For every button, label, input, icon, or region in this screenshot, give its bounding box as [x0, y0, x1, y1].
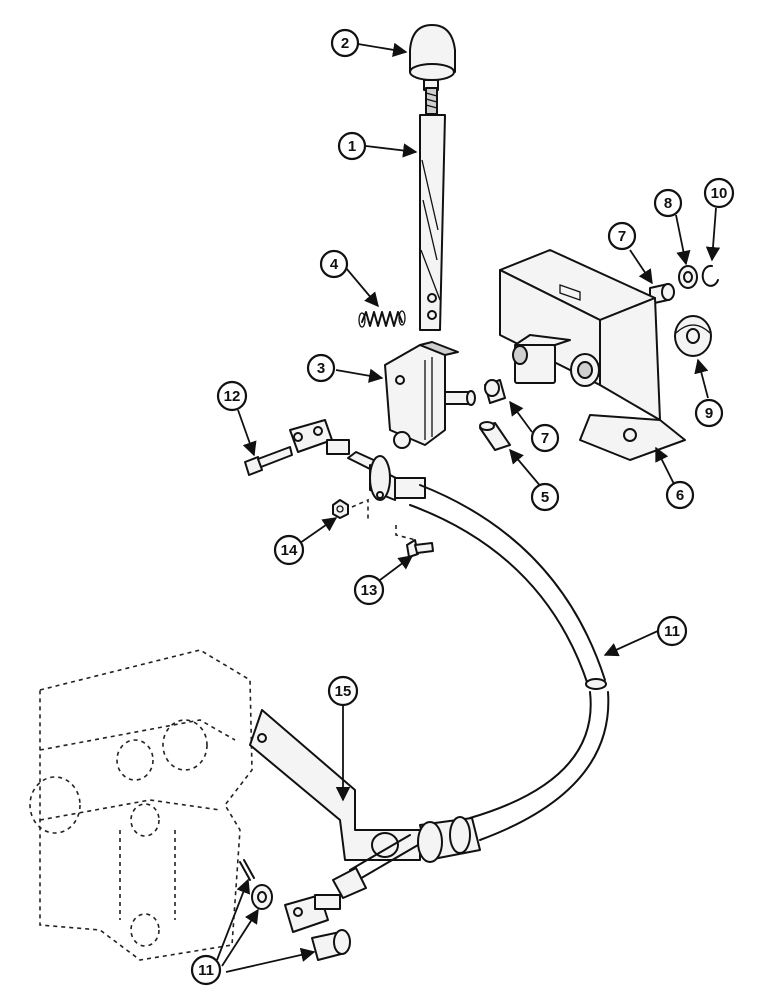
gear-lever	[419, 87, 446, 331]
callout-5: 5	[530, 482, 560, 512]
cable-bracket	[249, 709, 421, 861]
callout-12: 12	[216, 380, 248, 412]
callout-label: 4	[330, 256, 339, 273]
bushing-lower	[484, 379, 506, 404]
callout-7b: 7	[530, 423, 560, 453]
callout-label: 13	[361, 582, 378, 599]
nut	[332, 499, 349, 519]
callout-4: 4	[319, 249, 349, 279]
callout-label: 7	[618, 228, 626, 245]
callout-9: 9	[694, 398, 724, 428]
callout-label: 3	[317, 360, 325, 377]
callout-label: 9	[705, 405, 713, 422]
callout-label: 2	[341, 35, 349, 52]
callout-label: 15	[335, 683, 352, 700]
cable-conduit	[409, 484, 610, 841]
cable-clevis-upper	[289, 419, 350, 455]
circlip	[701, 264, 719, 287]
callout-label: 6	[676, 487, 684, 504]
callout-2: 2	[330, 28, 360, 58]
callout-14: 14	[273, 534, 305, 566]
grommet	[674, 315, 712, 357]
callout-label: 1	[348, 138, 356, 155]
callout-13: 13	[353, 574, 385, 606]
callout-3: 3	[306, 353, 336, 383]
callout-6: 6	[665, 480, 695, 510]
callout-label: 5	[541, 489, 549, 506]
callout-15: 15	[327, 675, 359, 707]
screw	[406, 539, 434, 558]
callout-1: 1	[337, 131, 367, 161]
spring	[358, 310, 406, 328]
callout-label: 11	[198, 962, 214, 979]
cable-end-fitting	[347, 451, 426, 501]
pivot-block	[384, 341, 476, 449]
callout-label: 10	[711, 185, 728, 202]
callout-8: 8	[653, 188, 683, 218]
callout-label: 14	[281, 542, 298, 559]
callout-leaders	[216, 42, 721, 973]
gearbox-housing	[29, 649, 253, 961]
washer	[678, 265, 698, 289]
callout-11a: 11	[656, 615, 688, 647]
callout-label: 7	[541, 430, 549, 447]
bolt	[244, 446, 293, 476]
cable-clevis-lower	[284, 894, 341, 933]
gear-lever-knob	[409, 24, 456, 91]
callout-7a: 7	[607, 221, 637, 251]
mounting-bracket	[499, 249, 686, 461]
pin	[479, 421, 511, 451]
callout-10: 10	[703, 177, 735, 209]
callout-label: 12	[224, 388, 241, 405]
callout-label: 8	[664, 195, 672, 212]
clevis-pin-set	[239, 859, 351, 961]
callout-11b: 11	[190, 954, 222, 986]
callout-label: 11	[664, 623, 680, 640]
cable-lower-fitting	[332, 816, 481, 899]
